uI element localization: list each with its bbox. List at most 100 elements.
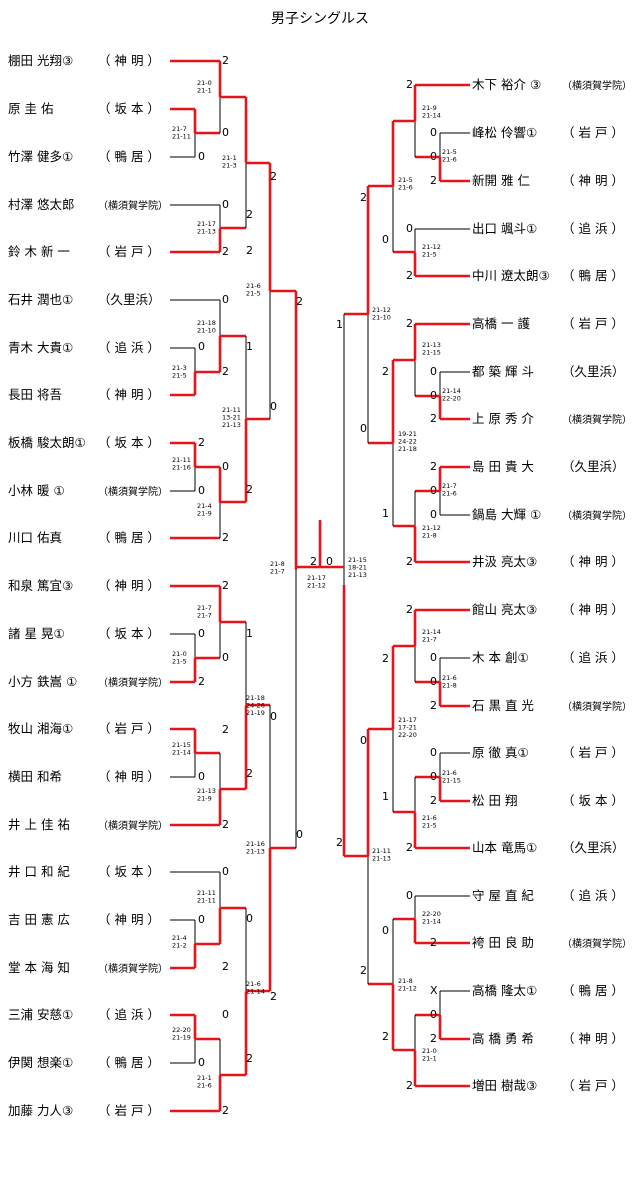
player-school: （ 岩 戸 ） [562, 316, 624, 331]
player-school: （ 坂 本 ） [98, 864, 160, 879]
player-name: 袴 田 良 助 [472, 935, 534, 950]
game-count: 0 [430, 150, 437, 163]
game-count: 2 [406, 841, 413, 854]
set-score: 21-6 [197, 1082, 212, 1090]
right-player-row: 鍋島 大輝 ①（横須賀学院） [472, 507, 632, 525]
set-score: 21-13 [222, 421, 241, 429]
right-player-row: 上 原 秀 介 （横須賀学院） [472, 411, 632, 429]
left-player-row: 伊関 想楽①（ 鴨 居 ） [8, 1055, 160, 1071]
game-count: 2 [246, 208, 253, 221]
player-name: 牧山 湘海① [8, 721, 74, 736]
player-school: （ 神 明 ） [562, 1031, 624, 1046]
page-title: 男子シングルス [271, 11, 369, 27]
player-school: （横須賀学院） [98, 678, 168, 689]
game-count: 2 [430, 1032, 437, 1045]
player-school: （ 岩 戸 ） [562, 745, 624, 760]
game-count: 0 [198, 913, 205, 926]
player-name: 出口 颯斗① [472, 221, 538, 236]
set-score: 21-19 [246, 709, 265, 717]
player-name: 鈴 木 新 一 [8, 244, 70, 259]
player-school: （ 岩 戸 ） [562, 1078, 624, 1093]
set-score: 21-16 [172, 464, 191, 472]
player-school: （ 岩 戸 ） [98, 244, 160, 259]
set-score: 21-12 [372, 306, 391, 314]
right-player-row: 新開 雅 仁（ 神 明 ） [472, 173, 624, 189]
left-player-row: 小林 暖 ①（横須賀学院） [8, 483, 168, 501]
player-school: （横須賀学院） [562, 415, 632, 426]
set-score: 21-5 [246, 290, 261, 298]
set-score: 21-16 [246, 840, 265, 848]
player-name: 石井 潤也① [8, 292, 74, 307]
right-player-row: 出口 颯斗①（ 追 浜 ） [472, 221, 624, 237]
player-school: （久里浜） [98, 292, 161, 307]
player-name: 高橋 一 護 [472, 316, 530, 331]
set-score: 21-8 [442, 682, 457, 690]
game-count: 0 [222, 126, 229, 139]
game-count: 2 [222, 54, 229, 67]
player-name: 井 口 和 紀 [8, 864, 70, 879]
player-name: 井汲 亮太③ [472, 554, 538, 569]
set-score: 21-0 [422, 1047, 437, 1055]
set-score: 21-14 [172, 749, 191, 757]
player-school: （ 追 浜 ） [98, 340, 160, 355]
set-score: 21-13 [348, 571, 367, 579]
game-count: 1 [246, 627, 253, 640]
player-school: （横須賀学院） [562, 939, 632, 950]
game-count: 0 [406, 889, 413, 902]
game-count: 0 [270, 710, 277, 723]
game-count: 2 [222, 245, 229, 258]
player-name: 村澤 悠太郎 [8, 197, 75, 212]
set-score: 21-7 [197, 612, 212, 620]
game-count: 2 [406, 78, 413, 91]
player-name: 吉 田 憲 広 [8, 912, 70, 927]
game-count: 2 [430, 699, 437, 712]
set-score: 21-6 [442, 674, 457, 682]
right-player-row: 中川 遼太朗③（ 鴨 居 ） [472, 268, 624, 284]
player-name: 高 橋 勇 希 [472, 1031, 534, 1046]
set-score: 21-12 [422, 243, 441, 251]
game-count: 0 [360, 422, 367, 435]
set-score: 21-13 [372, 855, 391, 863]
game-count: 2 [270, 170, 277, 183]
left-player-row: 板橋 駿太朗①（ 坂 本 ） [8, 435, 160, 451]
left-player-row: 諸 星 晃①（ 坂 本 ） [8, 626, 160, 642]
game-count: 0 [360, 734, 367, 747]
game-count: 0 [382, 233, 389, 246]
player-name: 上 原 秀 介 [472, 411, 534, 426]
game-count: 0 [430, 651, 437, 664]
left-player-row: 横田 和希（ 神 明 ） [8, 769, 160, 785]
right-player-row: 館山 亮太③（ 神 明 ） [472, 602, 624, 618]
player-school: （ 神 明 ） [98, 578, 160, 593]
set-score: 21-6 [442, 769, 457, 777]
player-name: 青木 大貴① [8, 340, 74, 355]
set-score: 21-0 [197, 79, 212, 87]
game-count: 0 [430, 675, 437, 688]
game-count: 2 [222, 960, 229, 973]
player-school: （横須賀学院） [98, 964, 168, 975]
set-score: 21-14 [246, 988, 265, 996]
game-count: 0 [198, 627, 205, 640]
player-name: 原 圭 佑 [8, 101, 54, 116]
game-count: X [430, 984, 438, 997]
player-school: （ 鴨 居 ） [98, 149, 160, 164]
set-score: 21-1 [222, 154, 237, 162]
set-score: 21-6 [442, 156, 457, 164]
left-player-row: 堂 本 海 知 （横須賀学院） [8, 960, 168, 978]
game-count: 2 [382, 1030, 389, 1043]
player-school: （ 岩 戸 ） [98, 721, 160, 736]
player-name: 峰松 伶響① [472, 125, 538, 140]
player-school: （ 鴨 居 ） [562, 983, 624, 998]
player-school: （ 追 浜 ） [562, 650, 624, 665]
player-name: 都 築 輝 斗 [472, 364, 534, 379]
set-score: 21-11 [197, 889, 216, 897]
game-count: 2 [406, 603, 413, 616]
game-count: 0 [198, 1056, 205, 1069]
game-count: 0 [296, 828, 303, 841]
player-name: 小方 鉄嵩 ① [8, 674, 78, 689]
player-name: 堂 本 海 知 [8, 960, 70, 975]
set-score: 21-18 [197, 319, 216, 327]
set-score: 21-4 [172, 934, 187, 942]
game-count: 1 [336, 318, 343, 331]
game-count: 2 [246, 1052, 253, 1065]
game-count: 2 [382, 652, 389, 665]
